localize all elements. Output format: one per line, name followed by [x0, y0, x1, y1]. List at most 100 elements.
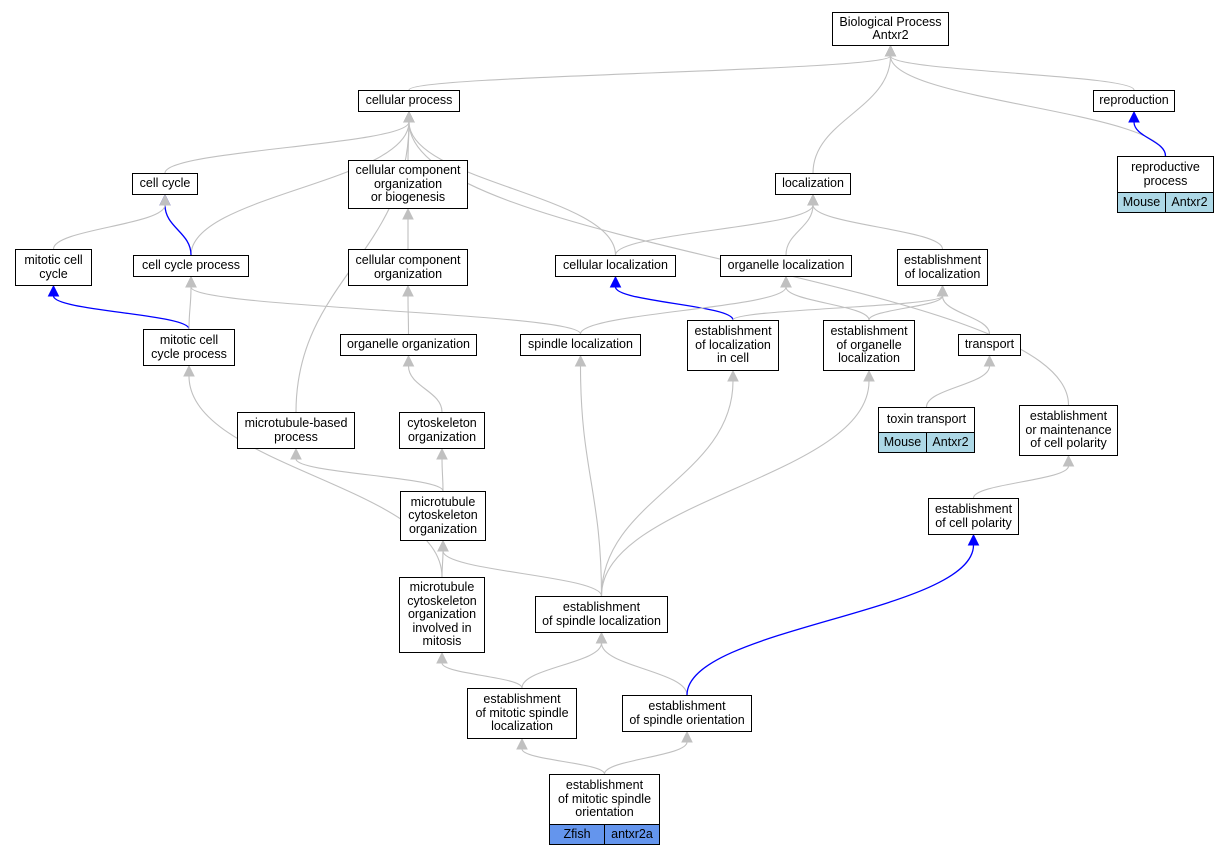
arrowhead — [185, 275, 197, 288]
go-term-bp[interactable]: Biological Process Antxr2 — [832, 12, 949, 46]
go-term-organelle-localization[interactable]: organelle localization — [720, 255, 852, 277]
arrowhead — [884, 44, 897, 57]
go-term-label: cytoskeleton organization — [407, 416, 477, 444]
gene-label[interactable]: Antxr2 — [1165, 193, 1213, 212]
go-term-label: establishment of mitotic spindle orienta… — [557, 778, 652, 820]
edge-mitotic-cell-cycle-to-cell-cycle — [52, 204, 166, 250]
go-term-cco[interactable]: cellular component organization — [348, 249, 468, 286]
arrowhead — [574, 354, 587, 367]
go-term-label: establishment of localization in cell — [694, 324, 772, 366]
go-term-mt-cyto-mitosis[interactable]: microtubule cytoskeleton organization in… — [399, 577, 485, 653]
go-term-mt-cyto-org[interactable]: microtubule cytoskeleton organization — [400, 491, 486, 541]
go-term-est-spindle-orient[interactable]: establishment of spindle orientation — [622, 695, 752, 732]
edge-organelle-org-to-cco — [407, 295, 410, 335]
go-term-label: Biological Process Antxr2 — [839, 14, 942, 42]
go-term-cell-cycle-process[interactable]: cell cycle process — [133, 255, 249, 277]
go-term-label: localization — [782, 176, 844, 191]
edge-est-mitotic-spindle-loc-to-est-spindle-loc — [521, 642, 603, 689]
go-term-cellular-localization[interactable]: cellular localization — [555, 255, 676, 277]
arrowhead — [159, 193, 171, 206]
go-term-reproduction[interactable]: reproduction — [1093, 90, 1175, 112]
go-term-est-cell-polarity[interactable]: establishment of cell polarity — [928, 498, 1019, 535]
arrowhead — [183, 364, 195, 377]
gene-label[interactable]: antxr2a — [604, 825, 659, 844]
go-term-label: establishment or maintenance of cell pol… — [1025, 409, 1112, 451]
go-term-est-mitotic-spindle-orient[interactable]: establishment of mitotic spindle orienta… — [549, 774, 660, 845]
go-term-label: establishment of cell polarity — [934, 502, 1013, 530]
edge-toxin-transport-to-transport — [925, 365, 991, 408]
go-term-est-spindle-loc[interactable]: establishment of spindle localization — [535, 596, 668, 633]
go-term-label: microtubule cytoskeleton organization in… — [407, 580, 477, 649]
gene-label[interactable]: Antxr2 — [926, 433, 974, 452]
arrowhead — [863, 369, 875, 382]
edge-est-mitotic-spindle-orient-to-est-mitotic-spindle-loc — [521, 748, 606, 775]
arrowhead — [780, 275, 792, 288]
go-term-label: cellular localization — [563, 258, 668, 273]
go-term-label: microtubule-based process — [244, 416, 348, 444]
edge-cyto-org-to-organelle-org — [407, 365, 443, 413]
go-term-est-loc-cell[interactable]: establishment of localization in cell — [687, 320, 779, 371]
arrowhead — [595, 631, 608, 644]
edge-cellular-process-to-bp — [408, 55, 892, 91]
annotation-footer: Mouse Antxr2 — [1118, 192, 1213, 212]
edge-est-cell-polarity-to-est-maint-polarity — [972, 465, 1070, 499]
edge-mt-cyto-org-to-cyto-org — [441, 458, 444, 492]
go-term-label: cellular component organization or bioge… — [355, 163, 461, 205]
edge-transport-to-est-localization — [941, 295, 991, 335]
edge-cellular-localization-to-cellular-process — [408, 121, 617, 256]
edge-cell-cycle-to-cellular-process — [164, 121, 410, 174]
arrowhead — [967, 533, 980, 546]
edge-mitotic-ccp-to-mitotic-cell-cycle — [52, 295, 190, 330]
go-term-cyto-org[interactable]: cytoskeleton organization — [399, 412, 485, 449]
species-label: Mouse — [1122, 194, 1161, 209]
arrowhead — [1062, 454, 1075, 467]
edge-est-mitotic-spindle-loc-to-mt-cyto-mitosis — [441, 662, 523, 689]
go-term-localization[interactable]: localization — [775, 173, 851, 195]
go-term-label: mitotic cell cycle process — [151, 333, 227, 361]
go-term-label: establishment of organelle localization — [830, 324, 908, 366]
go-term-mitotic-cell-cycle[interactable]: mitotic cell cycle — [15, 249, 92, 286]
go-term-label: establishment of mitotic spindle localiz… — [475, 692, 569, 734]
go-term-label: cell cycle — [139, 176, 191, 191]
edge-est-org-loc-to-est-localization — [868, 295, 944, 321]
go-term-label: mitotic cell cycle — [24, 253, 83, 281]
annotation-footer: Mouse Antxr2 — [879, 432, 974, 452]
arrowhead — [807, 193, 819, 206]
go-term-cellular-process[interactable]: cellular process — [358, 90, 460, 112]
edge-reproduction-to-bp — [889, 55, 1135, 91]
go-term-est-mitotic-spindle-loc[interactable]: establishment of mitotic spindle localiz… — [467, 688, 577, 739]
go-term-label: reproduction — [1099, 93, 1169, 108]
go-term-label: establishment of localization — [903, 253, 982, 281]
edge-est-spindle-loc-to-est-loc-cell — [600, 380, 734, 597]
go-term-label: reproductive process — [1131, 160, 1200, 188]
arrowhead — [936, 284, 949, 297]
arrowhead — [402, 354, 415, 367]
go-term-label: cellular process — [365, 93, 453, 108]
edge-est-loc-cell-to-est-localization — [732, 295, 944, 321]
go-term-spindle-loc[interactable]: spindle localization — [520, 334, 641, 356]
go-term-ccob[interactable]: cellular component organization or bioge… — [348, 160, 468, 209]
go-term-est-localization[interactable]: establishment of localization — [897, 249, 988, 286]
edge-reproductive-process-to-reproduction — [1133, 121, 1167, 157]
go-term-mt-process[interactable]: microtubule-based process — [237, 412, 355, 449]
go-term-est-org-loc[interactable]: establishment of organelle localization — [823, 320, 915, 371]
go-term-mitotic-ccp[interactable]: mitotic cell cycle process — [143, 329, 235, 366]
edge-cellular-localization-to-localization — [614, 204, 814, 256]
go-term-transport[interactable]: transport — [958, 334, 1021, 356]
go-term-organelle-org[interactable]: organelle organization — [340, 334, 477, 356]
go-term-label: cell cycle process — [142, 258, 240, 273]
edge-est-loc-cell-to-cellular-localization — [614, 286, 734, 321]
species-label: Mouse — [883, 434, 922, 449]
go-term-label: organelle organization — [346, 337, 470, 352]
edge-est-mitotic-spindle-orient-to-est-spindle-orient — [603, 741, 688, 775]
go-term-label: toxin transport — [886, 412, 967, 427]
go-term-cell-cycle[interactable]: cell cycle — [132, 173, 198, 195]
go-term-est-maint-polarity[interactable]: establishment or maintenance of cell pol… — [1019, 405, 1118, 456]
edge-est-spindle-loc-to-spindle-loc — [579, 365, 603, 597]
arrowhead — [1128, 110, 1140, 123]
arrowhead — [681, 730, 693, 743]
